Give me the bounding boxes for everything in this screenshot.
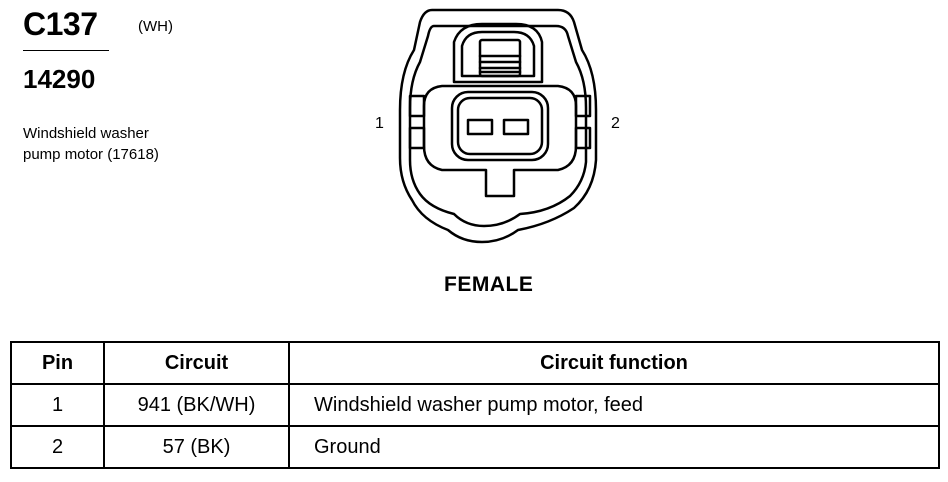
header-pin: Pin [10, 341, 105, 385]
pin-2-label: 2 [611, 115, 620, 132]
cell-circuit: 941 (BK/WH) [103, 383, 290, 427]
left-side-key [408, 94, 426, 118]
connector-id: C137 [23, 6, 98, 42]
component-description-line-1: Windshield washer [23, 125, 149, 142]
pin-2-terminal [502, 118, 530, 136]
connector-inner-body [408, 24, 588, 228]
latch-frame [452, 22, 544, 84]
cell-pin: 1 [10, 383, 105, 427]
component-description: Windshield washer pump motor (17618) [23, 123, 159, 165]
cell-circuit-function: Ground [288, 425, 940, 469]
table-header-row: Pin Circuit Circuit function [10, 341, 940, 385]
table-row: 1 941 (BK/WH) Windshield washer pump mot… [10, 383, 940, 427]
cell-pin: 2 [10, 425, 105, 469]
terminal-cavity [450, 90, 550, 162]
connector-outer-housing [398, 8, 598, 244]
left-side-key [408, 126, 426, 150]
connector-face-diagram [398, 8, 598, 244]
pin-1-label: 1 [375, 115, 384, 132]
header-circuit: Circuit [103, 341, 290, 385]
part-number: 14290 [23, 64, 96, 94]
cell-circuit: 57 (BK) [103, 425, 290, 469]
latch-tab [478, 38, 522, 78]
terminal-surround [422, 84, 578, 198]
pin-1-terminal [466, 118, 494, 136]
connector-gender-label: FEMALE [444, 273, 534, 296]
table-row: 2 57 (BK) Ground [10, 425, 940, 469]
terminal-cavity-inner [456, 96, 544, 156]
header-circuit-function: Circuit function [288, 341, 940, 385]
header-divider [23, 50, 109, 51]
circuit-table: Pin Circuit Circuit function 1 941 (BK/W… [10, 341, 940, 469]
right-side-key [574, 94, 592, 118]
color-code: (WH) [138, 18, 173, 35]
component-description-line-2: pump motor (17618) [23, 146, 159, 163]
right-side-key [574, 126, 592, 150]
latch-inner-frame [460, 30, 536, 78]
cell-circuit-function: Windshield washer pump motor, feed [288, 383, 940, 427]
